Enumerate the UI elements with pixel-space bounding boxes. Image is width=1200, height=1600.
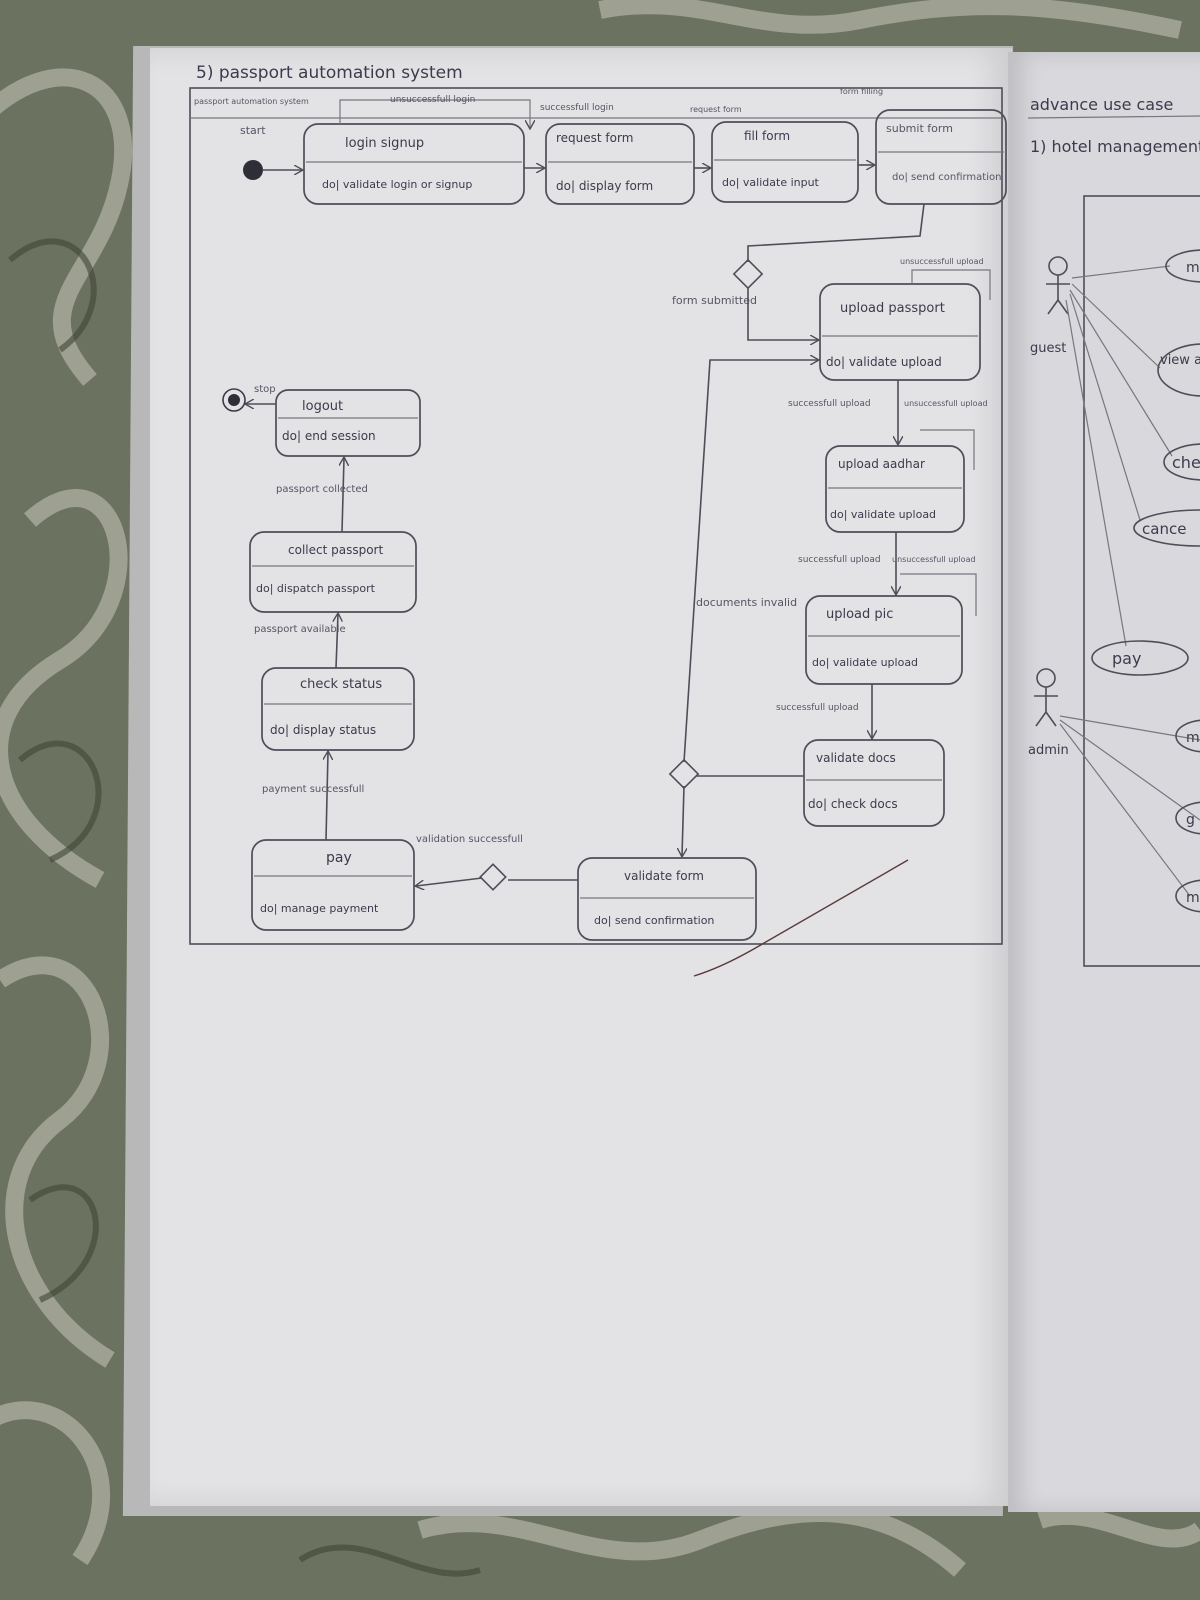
state-submit-form-activity: do| send confirmation xyxy=(892,172,1001,183)
right-page-heading: advance use case xyxy=(1030,95,1173,114)
decision-node-docs xyxy=(668,758,700,790)
state-request-form-name: request form xyxy=(556,131,633,145)
state-pay: pay do| manage payment xyxy=(251,839,415,931)
state-check-status-name: check status xyxy=(300,677,382,692)
label-payment-successfull: payment successfull xyxy=(262,784,364,795)
label-successfull-upload-1: successfull upload xyxy=(788,399,871,409)
state-validate-form-name: validate form xyxy=(624,869,704,883)
state-upload-aadhar-activity: do| validate upload xyxy=(830,508,936,521)
use-case-6: m xyxy=(1175,719,1200,753)
system-boundary xyxy=(1083,195,1200,967)
guest-associations xyxy=(1065,265,1173,647)
state-pay-activity: do| manage payment xyxy=(260,902,379,915)
label-unsuccessfull-upload-2: unsuccessfull upload xyxy=(904,399,988,408)
state-validate-docs: validate docs do| check docs xyxy=(803,739,945,827)
state-validate-form: validate form do| send confirmation xyxy=(577,857,757,941)
label-passport-collected: passport collected xyxy=(276,484,368,495)
actor-admin-icon xyxy=(1034,668,1058,727)
state-logout: logout do| end session xyxy=(275,389,421,457)
label-form-submitted: form submitted xyxy=(672,294,757,307)
state-fill-form: fill form do| validate input xyxy=(711,121,859,203)
final-node xyxy=(222,388,246,412)
state-request-form: request form do| display form xyxy=(545,123,695,205)
svg-text:m: m xyxy=(1186,260,1200,276)
state-validate-docs-name: validate docs xyxy=(816,751,896,765)
state-request-form-activity: do| display form xyxy=(556,179,653,193)
svg-text:m: m xyxy=(1186,730,1200,746)
decision-node-form xyxy=(732,258,764,290)
label-request-form: request form xyxy=(690,105,742,114)
label-unsuccessfull-upload-1: unsuccessfull upload xyxy=(900,257,984,266)
state-submit-form-name: submit form xyxy=(886,122,953,135)
state-upload-passport-activity: do| validate upload xyxy=(826,355,942,369)
actor-guest-label: guest xyxy=(1030,341,1066,356)
svg-text:che: che xyxy=(1172,453,1200,472)
state-check-status-activity: do| display status xyxy=(270,723,376,737)
strike-line xyxy=(693,859,909,977)
use-case-view-available: view available xyxy=(1157,343,1200,397)
state-collect-passport-activity: do| dispatch passport xyxy=(256,582,376,595)
label-successfull-upload-2: successfull upload xyxy=(798,555,881,565)
label-successfull-upload-3: successfull upload xyxy=(776,703,859,713)
state-collect-passport-name: collect passport xyxy=(288,543,383,557)
use-case-7: g xyxy=(1175,801,1200,835)
state-fill-form-activity: do| validate input xyxy=(722,176,820,189)
use-case-1: m xyxy=(1165,249,1200,283)
right-page-subheading: 1) hotel management xyxy=(1030,137,1200,156)
use-case-check: che xyxy=(1163,443,1200,481)
state-upload-aadhar-name: upload aadhar xyxy=(838,457,925,471)
left-notebook-page xyxy=(150,48,1012,1506)
label-unsuccessfull-upload-3: unsuccessfull upload xyxy=(892,555,976,564)
swimlane-label: passport automation system xyxy=(194,97,309,106)
use-case-8: m xyxy=(1175,879,1200,913)
label-validation-successfull: validation successfull xyxy=(416,834,523,845)
swimlane-frame xyxy=(189,87,1003,945)
start-label: start xyxy=(240,124,266,137)
svg-text:m: m xyxy=(1186,890,1200,906)
svg-text:pay: pay xyxy=(1112,649,1141,668)
state-pay-name: pay xyxy=(326,850,352,866)
state-fill-form-name: fill form xyxy=(744,129,790,143)
actor-guest-icon xyxy=(1046,256,1070,315)
state-upload-passport-name: upload passport xyxy=(840,301,945,316)
state-upload-passport: upload passport do| validate upload xyxy=(819,283,981,381)
label-successfull-login: successfull login xyxy=(540,103,614,113)
label-unsuccessfull-login: unsuccessfull login xyxy=(390,95,475,105)
state-upload-pic: upload pic do| validate upload xyxy=(805,595,963,685)
label-documents-invalid: documents invalid xyxy=(696,596,797,609)
use-case-pay: pay xyxy=(1091,640,1189,676)
decision-node-validation xyxy=(479,863,507,891)
svg-text:cance: cance xyxy=(1142,520,1186,538)
diagram-title: 5) passport automation system xyxy=(196,63,463,83)
state-upload-pic-name: upload pic xyxy=(826,607,893,622)
initial-node xyxy=(243,160,263,180)
actor-admin-label: admin xyxy=(1028,743,1069,758)
state-login-name: login signup xyxy=(345,136,424,151)
state-upload-aadhar: upload aadhar do| validate upload xyxy=(825,445,965,533)
label-stop: stop xyxy=(254,384,276,395)
state-validate-form-activity: do| send confirmation xyxy=(594,914,714,927)
label-form-filling: form filling xyxy=(840,87,883,96)
use-case-cancel: cance xyxy=(1133,509,1200,547)
state-submit-form: submit form do| send confirmation xyxy=(875,109,1007,205)
state-login-activity: do| validate login or signup xyxy=(322,178,472,191)
label-passport-available: passport available xyxy=(254,624,346,635)
state-collect-passport: collect passport do| dispatch passport xyxy=(249,531,417,613)
state-logout-activity: do| end session xyxy=(282,429,376,443)
state-logout-name: logout xyxy=(302,399,343,414)
state-login: login signup do| validate login or signu… xyxy=(303,123,525,205)
state-validate-docs-activity: do| check docs xyxy=(808,797,898,811)
state-upload-pic-activity: do| validate upload xyxy=(812,656,918,669)
svg-text:g: g xyxy=(1186,812,1195,828)
svg-text:view available: view available xyxy=(1160,353,1200,368)
state-check-status: check status do| display status xyxy=(261,667,415,751)
